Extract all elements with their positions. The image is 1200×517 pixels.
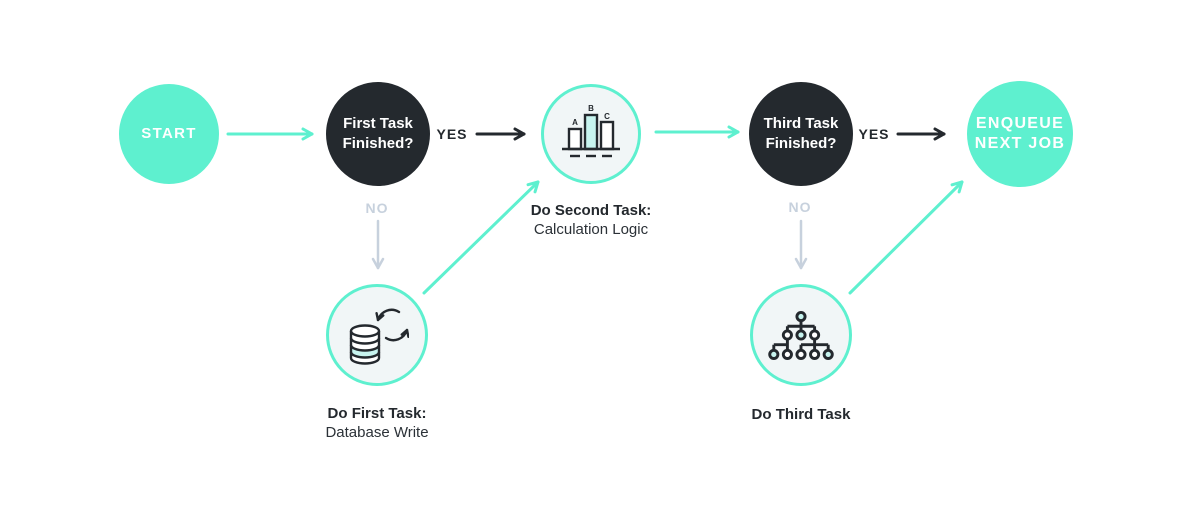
edge-label-no-first: NO bbox=[365, 200, 389, 216]
svg-text:C: C bbox=[604, 112, 610, 121]
node-third-task-finished: Third Task Finished? bbox=[749, 82, 853, 186]
org-tree-icon bbox=[768, 311, 834, 360]
caption-do-second-task: Do Second Task: Calculation Logic bbox=[530, 202, 652, 238]
first-check-label: First Task Finished? bbox=[342, 115, 414, 152]
node-do-third-task bbox=[750, 284, 852, 386]
edge-label-yes-third: YES bbox=[858, 126, 890, 142]
third-check-label: Third Task Finished? bbox=[763, 115, 839, 152]
edge-label-no-third: NO bbox=[788, 199, 812, 215]
edge-label-yes-first: YES bbox=[436, 126, 468, 142]
node-first-task-finished: First Task Finished? bbox=[326, 82, 430, 186]
caption-do-third-task: Do Third Task bbox=[751, 406, 851, 423]
arrow-first-task-to-second-task bbox=[422, 180, 540, 295]
arrow-third-task-to-enqueue bbox=[848, 180, 964, 295]
svg-text:B: B bbox=[588, 104, 594, 113]
node-do-second-task: A B C bbox=[541, 84, 641, 184]
enqueue-label: ENQUEUE NEXT JOB bbox=[974, 115, 1066, 152]
bar-chart-icon: A B C bbox=[562, 104, 620, 158]
node-start: START bbox=[119, 84, 219, 184]
database-sync-icon bbox=[349, 308, 409, 365]
node-enqueue-next-job: ENQUEUE NEXT JOB bbox=[967, 81, 1073, 187]
svg-text:A: A bbox=[572, 118, 578, 127]
node-do-first-task bbox=[326, 284, 428, 386]
start-label: START bbox=[141, 125, 197, 142]
caption-do-first-task: Do First Task: Database Write bbox=[325, 405, 429, 441]
